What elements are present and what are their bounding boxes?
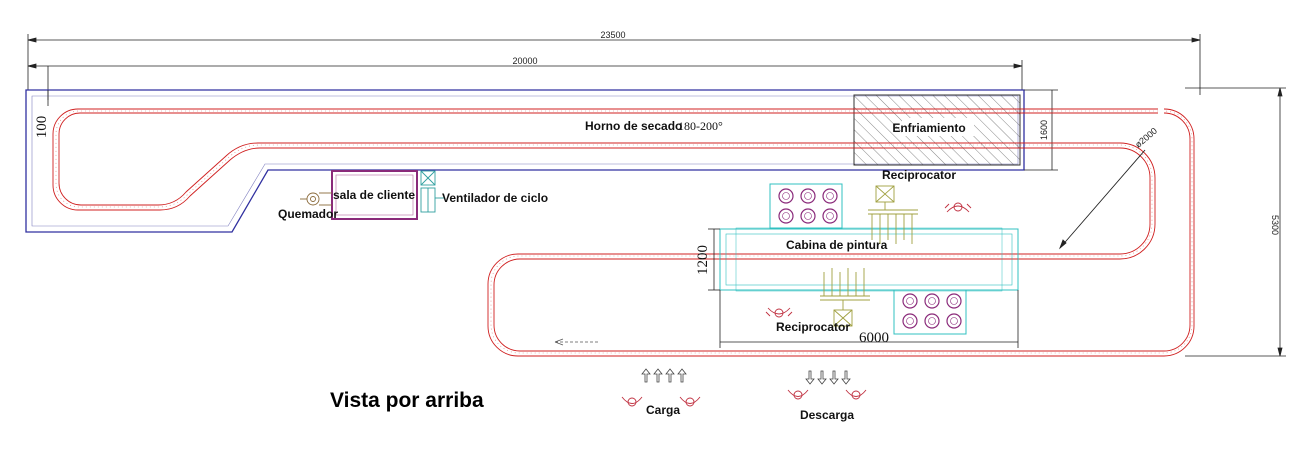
dimension-oven-length-label: 20000 — [512, 56, 537, 66]
burner-room-label: sala de cliente — [333, 188, 415, 202]
dimension-turn-radius — [1058, 149, 1146, 250]
conveyor-track — [52, 108, 1195, 357]
operator-icon — [621, 396, 643, 407]
cycle-fan-icon — [420, 170, 444, 213]
drying-oven-label: Horno de secado — [585, 119, 682, 133]
oven-temperature-label: 180-200° — [678, 119, 723, 133]
reciprocator-top — [868, 185, 918, 244]
paint-booth-label: Cabina de pintura — [786, 238, 888, 252]
dimension-total-height — [1185, 87, 1286, 357]
operator-icon — [679, 396, 701, 407]
unload-arrows-icon — [805, 370, 851, 385]
dimension-oven-height-label: 100 — [34, 116, 50, 139]
operator-icon — [944, 202, 972, 213]
operator-icon — [787, 389, 809, 400]
dimension-total-length — [27, 34, 1201, 95]
cycle-fan-label: Ventilador de ciclo — [442, 191, 548, 205]
filter-cabinet-top — [769, 183, 843, 229]
burner-icon — [300, 192, 332, 206]
dimension-booth-width-label: 1200 — [695, 245, 711, 275]
dimension-turn-radius-label: ø2000 — [1133, 126, 1159, 150]
view-title: Vista por arriba — [330, 389, 484, 412]
dimension-booth-length-label: 6000 — [859, 330, 889, 346]
load-arrows-icon — [641, 368, 687, 383]
filter-cabinet-bottom — [893, 289, 967, 335]
conveyor-track-ticks — [55, 110, 1193, 354]
dimension-booth-width — [708, 228, 720, 291]
unload-label: Descarga — [800, 408, 854, 422]
dimension-booth-length — [719, 290, 1019, 348]
dimension-total-length-label: 23500 — [600, 30, 625, 40]
paint-booth — [719, 227, 1019, 292]
dimension-oven-length — [27, 60, 1023, 100]
burner-label: Quemador — [278, 207, 338, 221]
operator-icon — [845, 389, 867, 400]
operator-icon — [765, 307, 793, 318]
direction-arrow-icon — [554, 338, 600, 346]
load-label: Carga — [646, 403, 680, 417]
dimension-total-height-label: 5300 — [1270, 215, 1280, 235]
cooling-label: Enfriamiento — [892, 121, 965, 135]
dimension-cooling-height — [1024, 89, 1058, 171]
reciprocator-top-label: Reciprocator — [882, 168, 956, 182]
reciprocator-bottom — [820, 268, 870, 327]
burner-room — [331, 170, 418, 220]
cooling-label-bg — [902, 118, 974, 136]
dimension-cooling-height-label: 1600 — [1039, 120, 1049, 140]
reciprocator-bottom-label: Reciprocator — [776, 320, 850, 334]
